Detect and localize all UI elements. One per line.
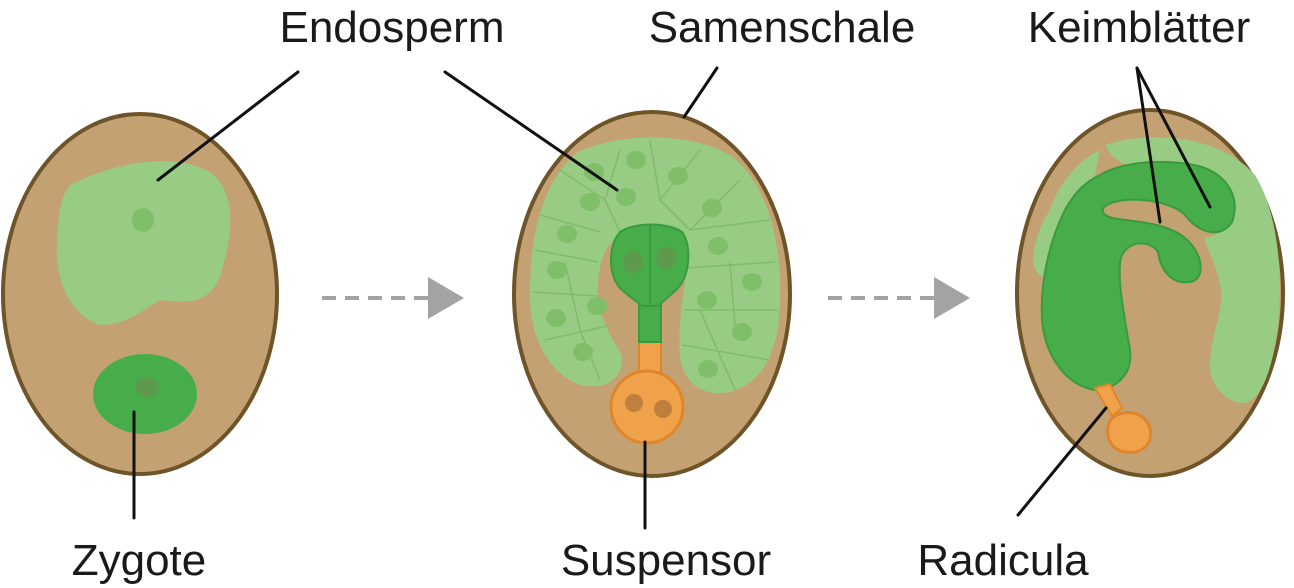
label-keimblaetter: Keimblätter xyxy=(1028,3,1251,52)
endosperm-nucleus-1 xyxy=(132,208,154,232)
leader-keimblaetter-2 xyxy=(1135,66,1212,209)
mature-embryo xyxy=(1040,160,1236,392)
labels: Endosperm Samenschale Keimblätter Zygote… xyxy=(72,3,1251,585)
zygote-stage xyxy=(1,112,279,476)
radicula-cell xyxy=(1106,411,1153,455)
label-endosperm: Endosperm xyxy=(279,3,504,52)
suspensor-nucleus-1 xyxy=(625,394,643,412)
embryo-development-stage xyxy=(512,110,792,478)
stage-arrow-1 xyxy=(322,277,464,319)
leader-radicula xyxy=(1016,406,1108,517)
leader-endosperm-2 xyxy=(443,70,619,192)
leader-samenschale xyxy=(682,66,719,119)
suspensor-basal-cell xyxy=(609,369,685,445)
embryo-nucleus-2 xyxy=(656,247,676,269)
endosperm-region-1 xyxy=(56,161,231,325)
leader-endosperm-1 xyxy=(156,70,300,182)
embryo-nucleus-1 xyxy=(623,251,643,273)
zygote-nucleus xyxy=(135,377,159,397)
label-suspensor: Suspensor xyxy=(561,536,771,585)
endosperm-nuclei xyxy=(546,151,762,378)
stage-arrow-2 xyxy=(828,277,970,319)
leader-keimblaetter-1 xyxy=(1135,66,1162,224)
label-samenschale: Samenschale xyxy=(649,3,916,52)
mature-seed-stage xyxy=(1015,108,1285,478)
leader-lines xyxy=(132,66,1212,530)
endosperm-region-3-right xyxy=(1105,137,1280,404)
label-radicula: Radicula xyxy=(917,536,1089,585)
suspensor-nucleus-2 xyxy=(654,400,672,418)
label-zygote: Zygote xyxy=(72,536,207,585)
